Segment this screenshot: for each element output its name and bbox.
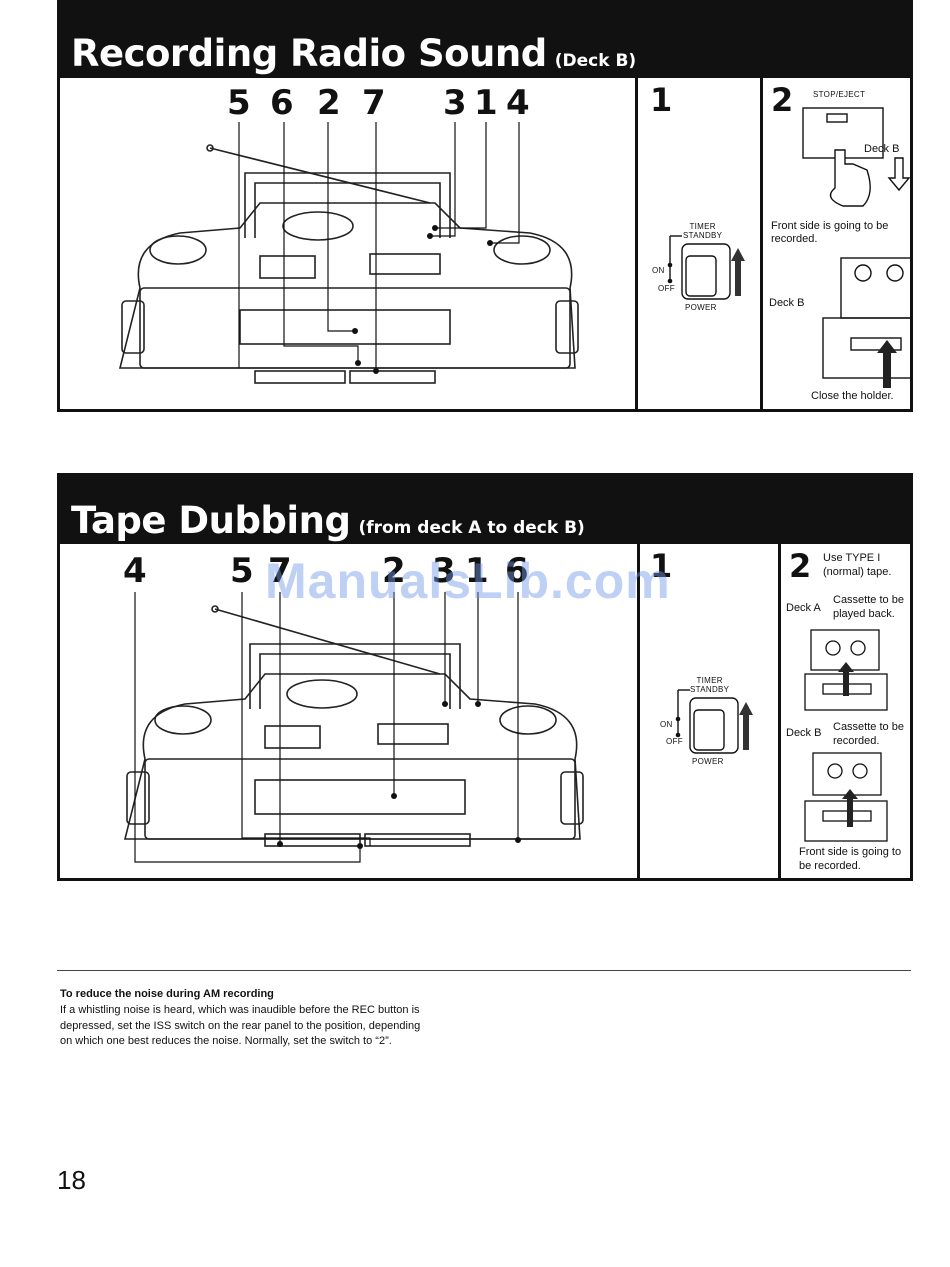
note-body: If a whistling noise is heard, which was… <box>60 1004 421 1047</box>
panel-divider <box>637 544 640 878</box>
callout-number: 7 <box>268 551 292 591</box>
boombox-drawing <box>123 592 584 863</box>
deck-b-label: Deck B <box>786 727 822 739</box>
on-label: ON <box>660 720 673 729</box>
deck-a-label: Deck A <box>786 602 821 614</box>
callout-number: 6 <box>505 551 529 591</box>
tape-dubbing-section: Tape Dubbing (from deck A to deck B) 4 5 … <box>57 473 913 881</box>
cassette-playback-label: Cassette to be played back. <box>833 594 904 620</box>
use-type-label: Use TYPE I (normal) tape. <box>823 552 892 578</box>
callout-number: 7 <box>362 83 386 123</box>
recording-radio-section: Recording Radio Sound (Deck B) 5 6 2 7 3 … <box>57 0 913 412</box>
section-banner: Recording Radio Sound (Deck B) <box>57 0 913 78</box>
on-label: ON <box>652 266 665 275</box>
power-switch-icon <box>675 689 753 754</box>
section-panel: 4 5 7 2 3 1 6 <box>57 544 913 881</box>
callout-number: 5 <box>230 551 254 591</box>
front-side-label: Front side is going to be recorded. <box>771 220 889 245</box>
timer-standby-label: TIMER STANDBY <box>683 222 723 240</box>
deck-a-cassette-icon <box>804 629 888 711</box>
callout-number: 2 <box>382 551 406 591</box>
section-title-text: Recording Radio Sound <box>71 32 547 75</box>
step1-panel: 1 TIMER STANDBY ON OFF POWER <box>638 78 760 409</box>
close-holder-label: Close the holder. <box>811 390 894 402</box>
eject-hand-icon <box>802 107 911 207</box>
stop-eject-label: STOP/EJECT <box>813 90 866 99</box>
note-divider <box>57 970 911 971</box>
callout-number: 3 <box>443 83 467 123</box>
deck-b-label: Deck B <box>864 143 900 155</box>
section-panel: 5 6 2 7 3 1 4 <box>57 78 913 412</box>
callout-number: 3 <box>432 551 456 591</box>
front-side-label: Front side is going to be recorded. <box>799 846 902 872</box>
section-title: Recording Radio Sound (Deck B) <box>71 32 636 75</box>
section-subtitle: (Deck B) <box>554 51 637 71</box>
step-number: 1 <box>650 81 673 119</box>
panel-divider <box>760 78 763 409</box>
section-title: Tape Dubbing (from deck A to deck B) <box>71 499 585 542</box>
boombox-illustration: 4 5 7 2 3 1 6 <box>60 544 637 878</box>
deck-b-cassette-icon <box>804 752 888 842</box>
boombox-drawing <box>118 122 579 384</box>
page-number: 18 <box>57 1165 86 1195</box>
note-heading: To reduce the noise during AM recording <box>60 988 274 1000</box>
boombox-illustration: 5 6 2 7 3 1 4 <box>60 78 635 409</box>
off-label: OFF <box>658 284 675 293</box>
step-number: 2 <box>771 81 794 119</box>
step-number: 1 <box>650 547 673 585</box>
callout-number: 1 <box>465 551 489 591</box>
callout-number: 2 <box>317 83 341 123</box>
step2-panel: 2 Use TYPE I (normal) tape. Deck A Casse… <box>781 544 913 878</box>
callout-number: 4 <box>506 83 530 123</box>
section-banner: Tape Dubbing (from deck A to deck B) <box>57 473 913 544</box>
step2-panel: 2 STOP/EJECT Deck B Front side is going … <box>763 78 913 409</box>
callout-number: 4 <box>123 551 147 591</box>
cassette-insert-icon <box>822 257 912 388</box>
panel-divider <box>778 544 781 878</box>
callout-number: 1 <box>474 83 498 123</box>
power-label: POWER <box>685 303 717 312</box>
callout-number: 5 <box>227 83 251 123</box>
power-switch-icon <box>667 235 745 300</box>
panel-divider <box>635 78 638 409</box>
section-title-text: Tape Dubbing <box>71 499 351 542</box>
cassette-record-label: Cassette to be recorded. <box>833 721 904 747</box>
deck-b-label: Deck B <box>769 297 805 309</box>
power-label: POWER <box>692 757 724 766</box>
watermark: ManualsLib.com <box>265 553 671 609</box>
timer-standby-label: TIMER STANDBY <box>690 676 730 694</box>
callout-number: 6 <box>270 83 294 123</box>
off-label: OFF <box>666 737 683 746</box>
step-number: 2 <box>789 547 812 585</box>
section-subtitle: (from deck A to deck B) <box>358 518 585 538</box>
step1-panel: 1 TIMER STANDBY ON OFF POWER <box>640 544 778 878</box>
